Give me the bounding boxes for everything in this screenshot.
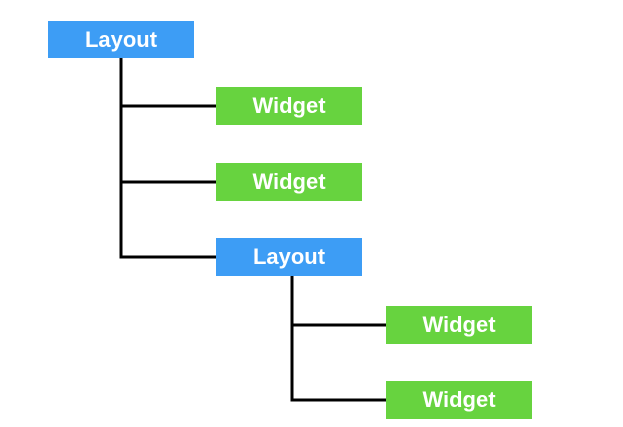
widget-node-label: Widget — [252, 93, 326, 118]
widget-node-label: Widget — [422, 387, 496, 412]
widget-node-1: Widget — [216, 87, 362, 125]
layout-node-root: Layout — [48, 21, 194, 58]
layout-node-label: Layout — [252, 244, 326, 269]
layout-node-child: Layout — [216, 238, 362, 276]
widget-node-2: Widget — [216, 163, 362, 201]
layout-node-label: Layout — [84, 26, 158, 52]
widget-node-label: Widget — [252, 169, 326, 194]
widget-node-3: Widget — [386, 306, 532, 344]
widget-node-label: Widget — [422, 312, 496, 337]
widget-node-4: Widget — [386, 381, 532, 419]
